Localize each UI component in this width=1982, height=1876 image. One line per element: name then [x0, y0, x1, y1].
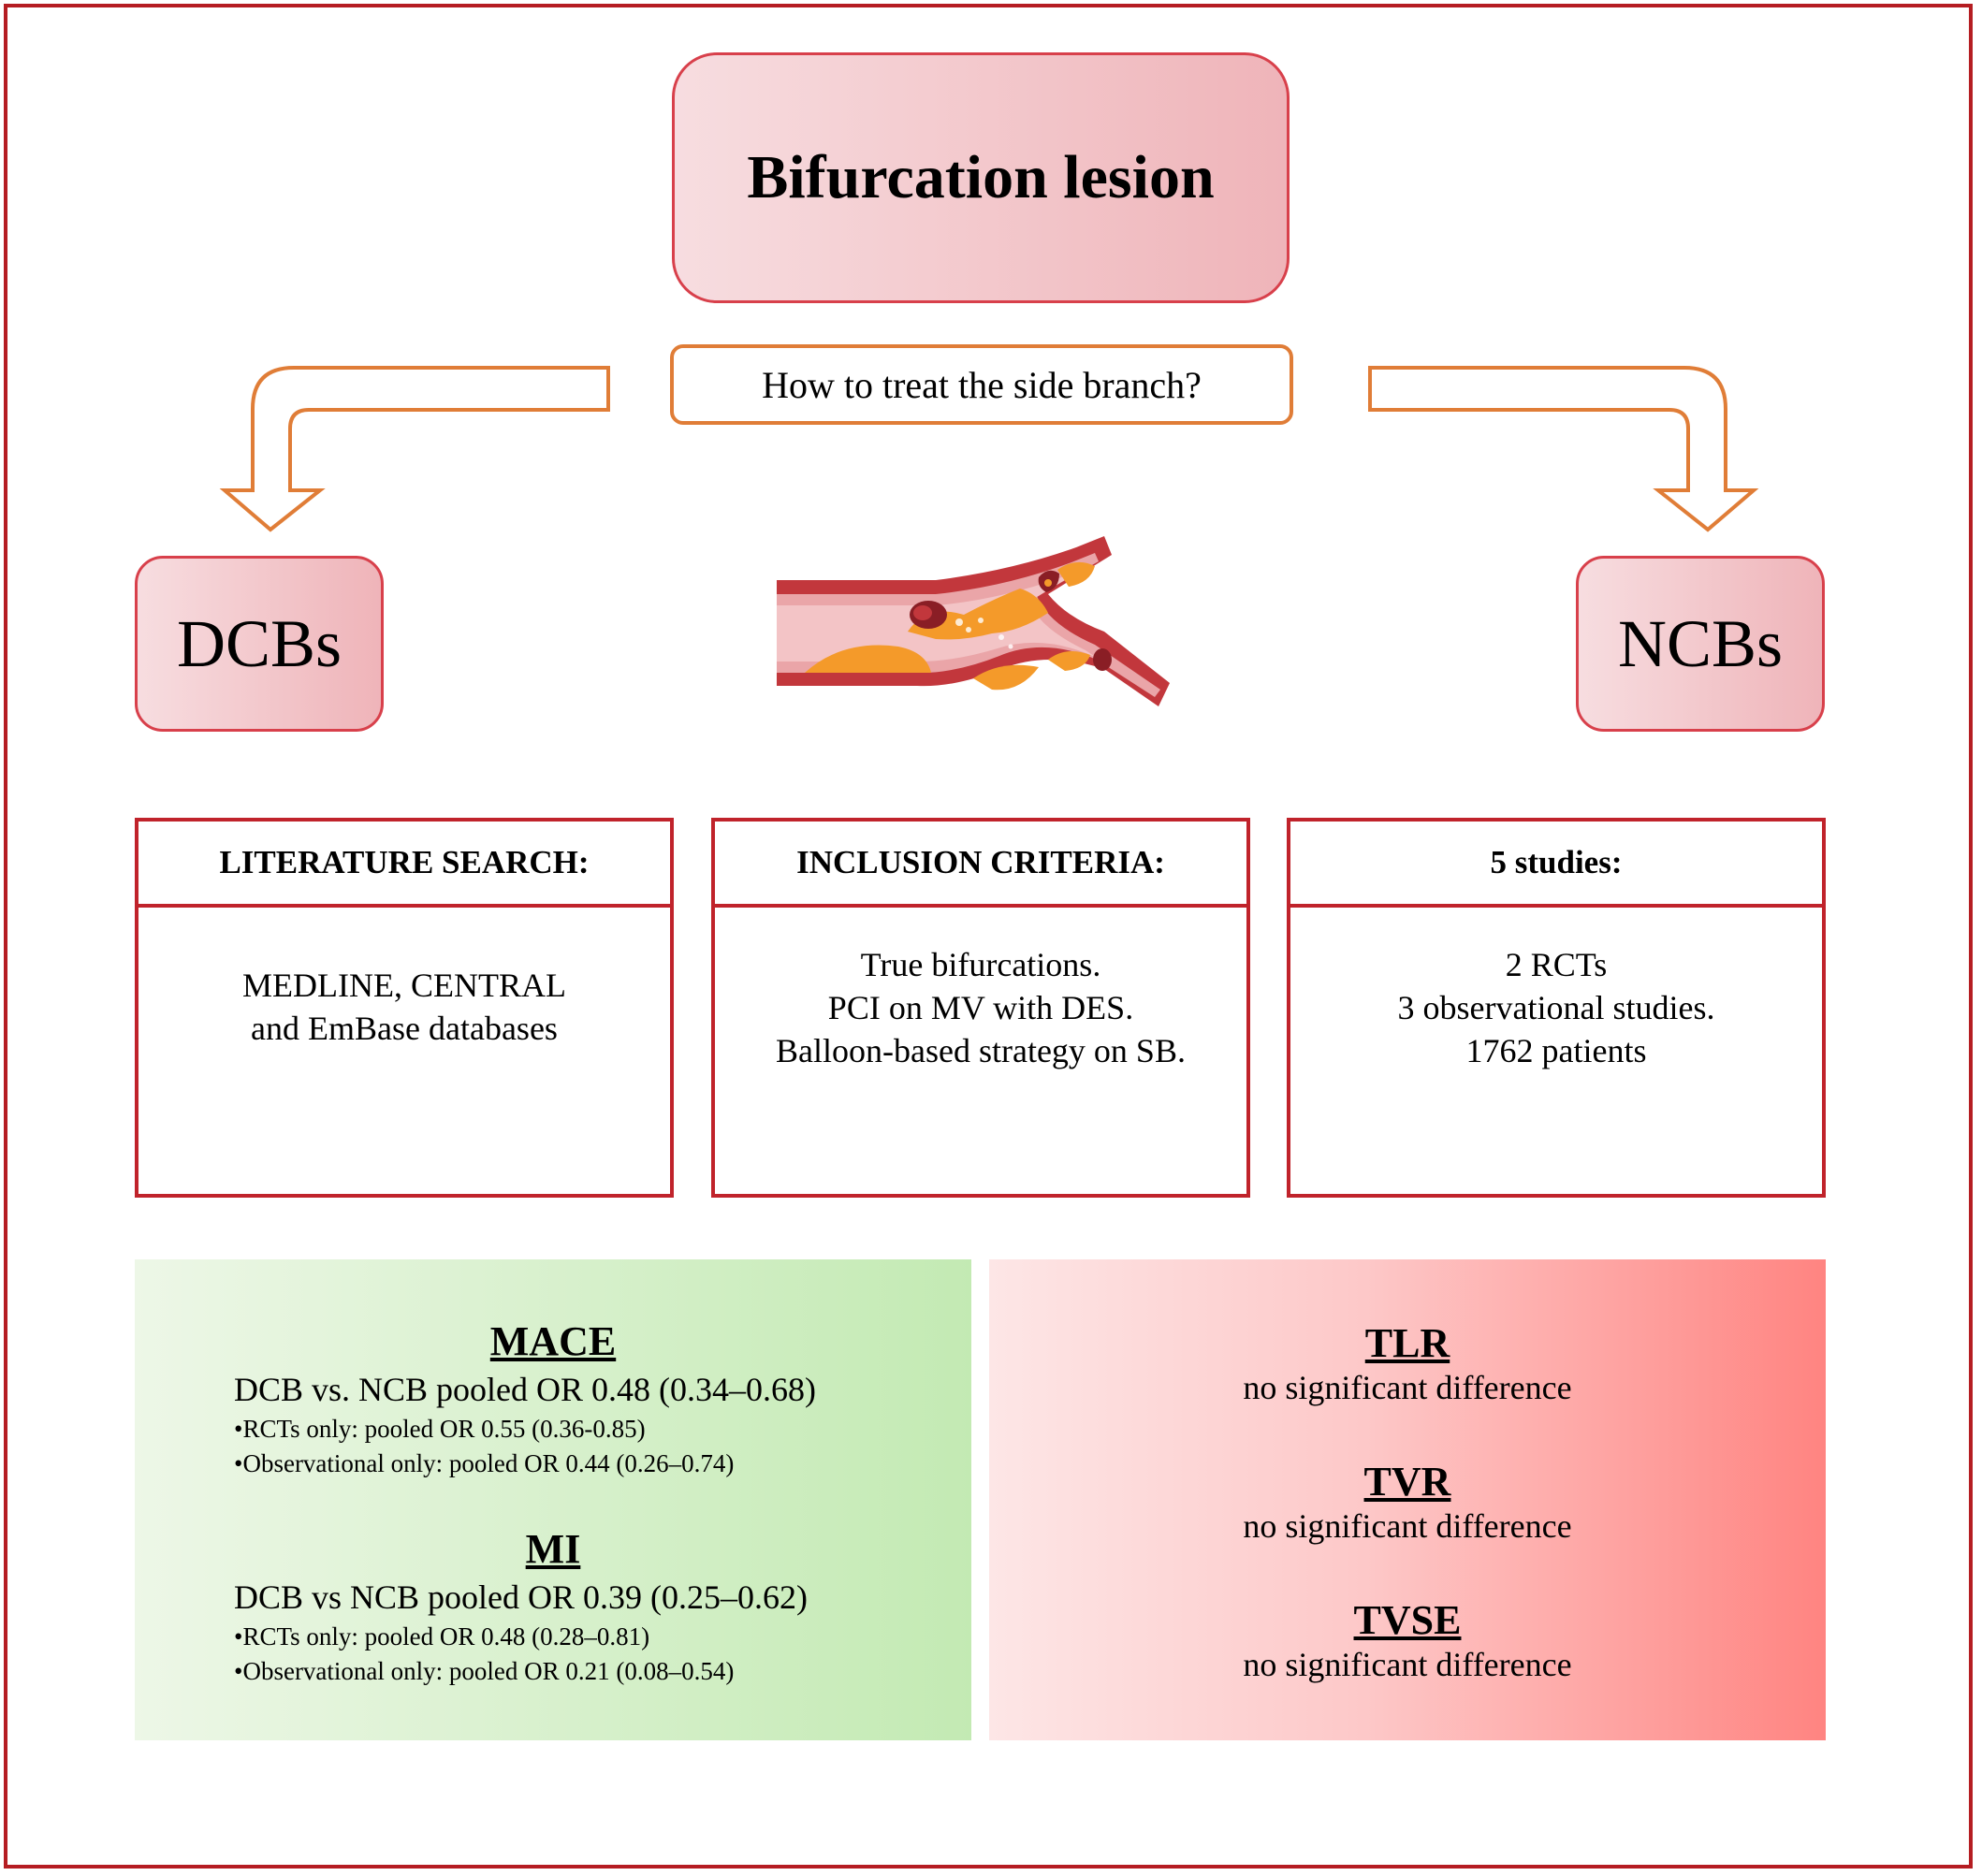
- literature-search-line: MEDLINE, CENTRAL: [242, 967, 566, 1004]
- dcbs-box: DCBs: [135, 556, 384, 732]
- inclusion-criteria-header: INCLUSION CRITERIA:: [715, 822, 1246, 908]
- literature-search-body: MEDLINE, CENTRAL and EmBase databases: [138, 908, 670, 1050]
- question-text: How to treat the side branch?: [762, 363, 1202, 406]
- inclusion-criteria-card: INCLUSION CRITERIA: True bifurcations. P…: [711, 818, 1250, 1198]
- mi-observational-or: •Observational only: pooled OR 0.21 (0.0…: [234, 1657, 735, 1685]
- studies-card: 5 studies: 2 RCTs 3 observational studie…: [1287, 818, 1826, 1198]
- left-arrow-icon: [219, 366, 610, 532]
- inclusion-criteria-line: True bifurcations.: [860, 946, 1101, 983]
- significant-results-panel: MACE DCB vs. NCB pooled OR 0.48 (0.34–0.…: [135, 1259, 971, 1740]
- literature-search-line: and EmBase databases: [251, 1010, 558, 1047]
- ncbs-box: NCBs: [1576, 556, 1825, 732]
- tlr-result: no significant difference: [1243, 1369, 1572, 1406]
- tvse-heading: TVSE: [1353, 1597, 1462, 1643]
- inclusion-criteria-body: True bifurcations. PCI on MV with DES. B…: [715, 908, 1246, 1072]
- literature-search-card: LITERATURE SEARCH: MEDLINE, CENTRAL and …: [135, 818, 674, 1198]
- bifurcation-lesion-title: Bifurcation lesion: [747, 143, 1215, 211]
- nonsignificant-results-panel: TLR no significant difference TVR no sig…: [989, 1259, 1826, 1740]
- studies-line: 1762 patients: [1465, 1032, 1647, 1069]
- tvr-result: no significant difference: [1243, 1507, 1572, 1545]
- studies-body: 2 RCTs 3 observational studies. 1762 pat…: [1290, 908, 1822, 1072]
- studies-line: 3 observational studies.: [1397, 989, 1715, 1026]
- inclusion-criteria-line: PCI on MV with DES.: [827, 989, 1134, 1026]
- question-box: How to treat the side branch?: [670, 344, 1293, 425]
- tlr-heading: TLR: [1364, 1320, 1450, 1366]
- literature-search-header: LITERATURE SEARCH:: [138, 822, 670, 908]
- studies-header: 5 studies:: [1290, 822, 1822, 908]
- figure-frame: [4, 4, 1973, 1869]
- inclusion-criteria-line: Balloon-based strategy on SB.: [776, 1032, 1186, 1069]
- mace-heading: MACE: [489, 1318, 617, 1364]
- tvse-result: no significant difference: [1243, 1646, 1572, 1683]
- mi-pooled-or: DCB vs NCB pooled OR 0.39 (0.25–0.62): [234, 1578, 809, 1616]
- dcbs-label: DCBs: [176, 605, 342, 681]
- studies-line: 2 RCTs: [1505, 946, 1608, 983]
- bifurcation-lesion-box: Bifurcation lesion: [672, 52, 1290, 303]
- right-arrow-icon: [1368, 366, 1759, 532]
- mace-pooled-or: DCB vs. NCB pooled OR 0.48 (0.34–0.68): [234, 1371, 817, 1408]
- mace-observational-or: •Observational only: pooled OR 0.44 (0.2…: [234, 1449, 735, 1477]
- mace-rct-or: •RCTs only: pooled OR 0.55 (0.36-0.85): [234, 1415, 646, 1443]
- mi-rct-or: •RCTs only: pooled OR 0.48 (0.28–0.81): [234, 1622, 650, 1651]
- bifurcated-vessel-illustration: [777, 536, 1170, 706]
- ncbs-label: NCBs: [1617, 605, 1784, 681]
- tvr-heading: TVR: [1363, 1459, 1451, 1505]
- mi-heading: MI: [525, 1526, 581, 1572]
